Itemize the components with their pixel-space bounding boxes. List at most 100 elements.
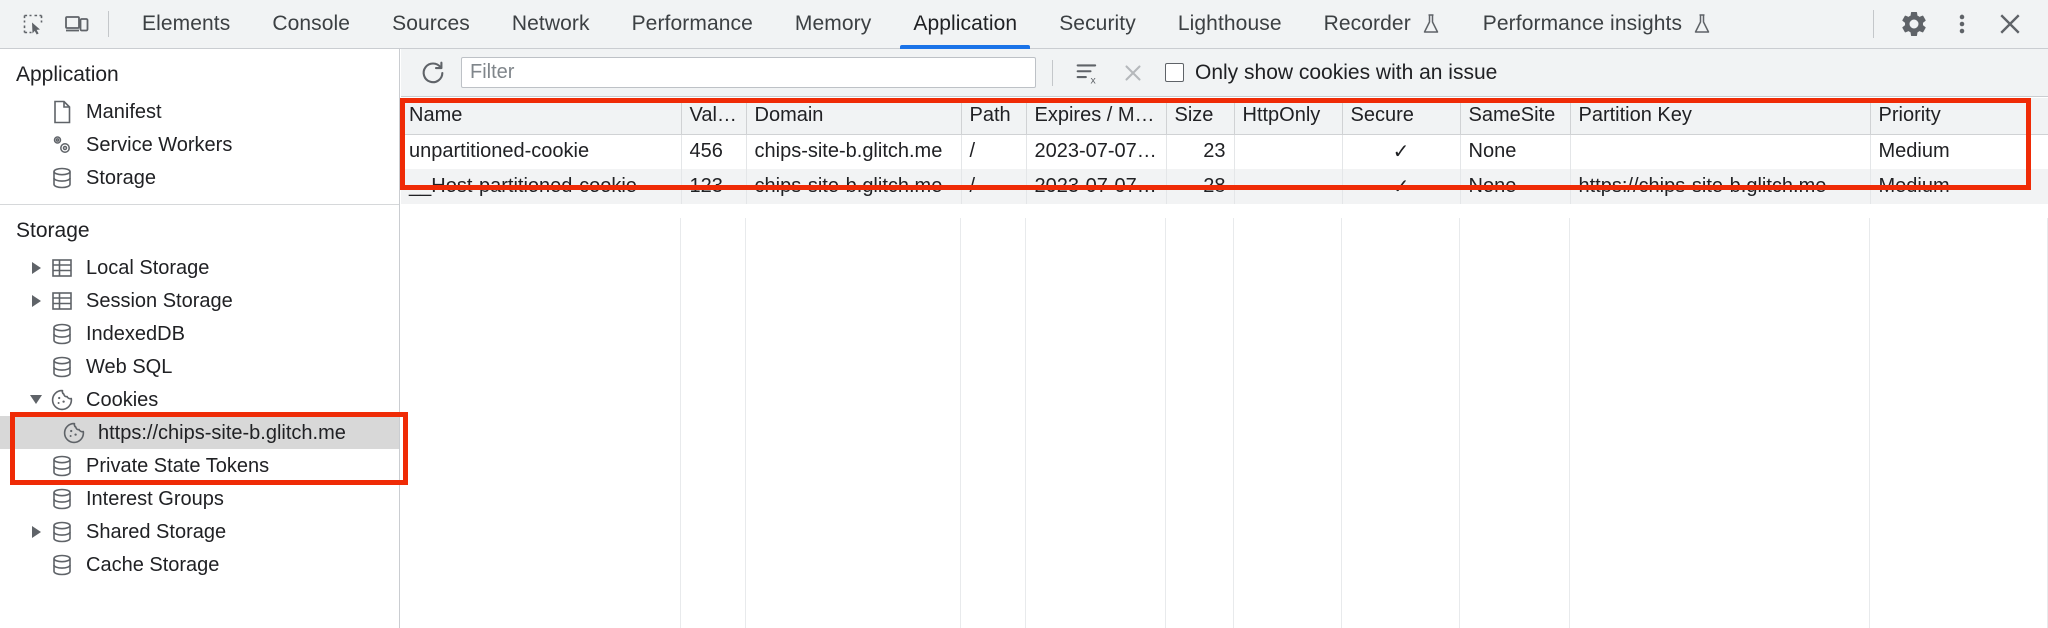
cell-path[interactable]: / xyxy=(961,134,1027,169)
sidebar-item-label: https://chips-site-b.glitch.me xyxy=(98,421,346,444)
cell-path[interactable]: / xyxy=(961,169,1027,204)
sidebar-item-shared-storage[interactable]: Shared Storage xyxy=(0,515,399,548)
cell-secure[interactable]: ✓ xyxy=(1342,169,1461,204)
cell-httponly[interactable] xyxy=(1234,134,1343,169)
cookies-table-container[interactable]: Name Value Domain Path Expires / M… Size… xyxy=(401,98,2048,628)
tab-memory[interactable]: Memory xyxy=(774,0,892,49)
tab-label: Network xyxy=(511,12,590,35)
column-header-samesite[interactable]: SameSite xyxy=(1460,98,1571,135)
tab-recorder[interactable]: Recorder xyxy=(1303,0,1462,49)
column-header-name[interactable]: Name xyxy=(401,98,682,135)
cell-domain[interactable]: chips-site-b.glitch.me xyxy=(746,134,962,169)
tab-sources[interactable]: Sources xyxy=(371,0,491,49)
cell-size[interactable]: 28 xyxy=(1166,169,1235,204)
column-header-size[interactable]: Size xyxy=(1166,98,1235,135)
sidebar-item-label: Session Storage xyxy=(86,289,233,312)
tab-elements[interactable]: Elements xyxy=(121,0,251,49)
tab-label: Lighthouse xyxy=(1177,12,1282,35)
delete-cookie-icon[interactable] xyxy=(1115,55,1151,91)
sidebar-item-interest-groups[interactable]: Interest Groups xyxy=(0,482,399,515)
sidebar-item-session-storage[interactable]: Session Storage xyxy=(0,284,399,317)
column-header-domain[interactable]: Domain xyxy=(746,98,962,135)
chevron-right-icon[interactable] xyxy=(26,258,46,278)
tab-label: Console xyxy=(272,12,351,35)
cell-size[interactable]: 23 xyxy=(1166,134,1235,169)
chevron-right-icon[interactable] xyxy=(26,291,46,311)
column-header-httponly[interactable]: HttpOnly xyxy=(1234,98,1343,135)
cell-samesite[interactable]: None xyxy=(1460,169,1571,204)
sidebar-item-service-workers[interactable]: Service Workers xyxy=(0,128,399,161)
tab-network[interactable]: Network xyxy=(491,0,611,49)
sidebar-item-cookies[interactable]: Cookies xyxy=(0,383,399,416)
chevron-right-icon[interactable] xyxy=(26,522,46,542)
cell-expires[interactable]: 2023-07-07… xyxy=(1026,134,1167,169)
cell-domain[interactable]: chips-site-b.glitch.me xyxy=(746,169,962,204)
tab-label: Security xyxy=(1059,12,1136,35)
filter-input[interactable] xyxy=(461,57,1036,88)
tab-label: Application xyxy=(913,12,1018,35)
checkbox-box[interactable] xyxy=(1165,63,1184,82)
sidebar-item-storage[interactable]: Storage xyxy=(0,161,399,194)
sidebar-item-manifest[interactable]: Manifest xyxy=(0,95,399,128)
column-header-value[interactable]: Value xyxy=(681,98,747,135)
manifest-document-icon xyxy=(48,99,76,125)
close-icon[interactable] xyxy=(1988,2,2032,46)
cell-value[interactable]: 456 xyxy=(681,134,747,169)
sidebar-item-label: Cache Storage xyxy=(86,553,220,576)
settings-gear-icon[interactable] xyxy=(1892,2,1936,46)
cell-name[interactable]: unpartitioned-cookie xyxy=(401,134,682,169)
cell-priority[interactable]: Medium xyxy=(1870,169,2048,204)
inspect-element-icon[interactable] xyxy=(14,5,52,43)
cell-httponly[interactable] xyxy=(1234,169,1343,204)
chevron-down-icon[interactable] xyxy=(26,390,46,410)
sidebar-item-indexeddb[interactable]: IndexedDB xyxy=(0,317,399,350)
sidebar-item-label: Storage xyxy=(86,166,157,189)
devtools-tabbar: Elements Console Sources Network Perform… xyxy=(0,0,2048,49)
application-sidebar[interactable]: Application Manifest xyxy=(0,49,400,628)
table-row[interactable]: unpartitioned-cookie 456 chips-site-b.gl… xyxy=(401,134,2048,169)
sidebar-item-label: Cookies xyxy=(86,388,159,411)
cell-partition-key[interactable]: https://chips-site-b.glitch.me xyxy=(1570,169,1871,204)
column-header-secure[interactable]: Secure xyxy=(1342,98,1461,135)
tab-application[interactable]: Application xyxy=(892,0,1038,49)
more-options-icon[interactable] xyxy=(1940,2,1984,46)
cookie-icon xyxy=(60,420,88,446)
column-header-path[interactable]: Path xyxy=(961,98,1027,135)
refresh-icon[interactable] xyxy=(415,55,451,91)
cookies-panel: x Only show cookies with an issue xyxy=(401,49,2048,628)
sidebar-item-private-state-tokens[interactable]: Private State Tokens xyxy=(0,449,399,482)
cell-expires[interactable]: 2023-07-07… xyxy=(1026,169,1167,204)
sidebar-item-web-sql[interactable]: Web SQL xyxy=(0,350,399,383)
database-icon xyxy=(48,453,76,479)
cell-samesite[interactable]: None xyxy=(1460,134,1571,169)
cookies-filter-toolbar: x Only show cookies with an issue xyxy=(401,49,2048,97)
cell-priority[interactable]: Medium xyxy=(1870,134,2048,169)
cell-name[interactable]: __Host-partitioned-cookie xyxy=(401,169,682,204)
cookies-table[interactable]: Name Value Domain Path Expires / M… Size… xyxy=(401,98,2048,204)
tabbar-divider xyxy=(108,11,109,37)
table-row[interactable]: __Host-partitioned-cookie 123 chips-site… xyxy=(401,169,2048,204)
column-header-partition-key[interactable]: Partition Key xyxy=(1570,98,1871,135)
clear-all-cookies-icon[interactable]: x xyxy=(1069,55,1105,91)
only-show-issues-checkbox[interactable]: Only show cookies with an issue xyxy=(1165,61,1497,85)
column-header-priority[interactable]: Priority xyxy=(1870,98,2048,135)
tab-security[interactable]: Security xyxy=(1038,0,1157,49)
sidebar-item-local-storage[interactable]: Local Storage xyxy=(0,251,399,284)
cell-secure[interactable]: ✓ xyxy=(1342,134,1461,169)
sidebar-item-label: Service Workers xyxy=(86,133,233,156)
tabbar-left-icons xyxy=(0,5,96,43)
tabbar-right-divider xyxy=(1873,10,1874,38)
tab-lighthouse[interactable]: Lighthouse xyxy=(1157,0,1303,49)
tab-label: Elements xyxy=(142,12,231,35)
tab-performance[interactable]: Performance xyxy=(611,0,774,49)
tab-console[interactable]: Console xyxy=(251,0,371,49)
tabbar-right-controls xyxy=(1873,2,2048,46)
cell-value[interactable]: 123 xyxy=(681,169,747,204)
sidebar-item-cache-storage[interactable]: Cache Storage xyxy=(0,548,399,581)
tab-performance-insights[interactable]: Performance insights xyxy=(1462,0,1733,49)
column-header-expires[interactable]: Expires / M… xyxy=(1026,98,1167,135)
sidebar-item-label: Interest Groups xyxy=(86,487,224,510)
sidebar-item-cookie-origin[interactable]: https://chips-site-b.glitch.me xyxy=(0,416,399,449)
device-toolbar-icon[interactable] xyxy=(58,5,96,43)
cell-partition-key[interactable] xyxy=(1570,134,1871,169)
